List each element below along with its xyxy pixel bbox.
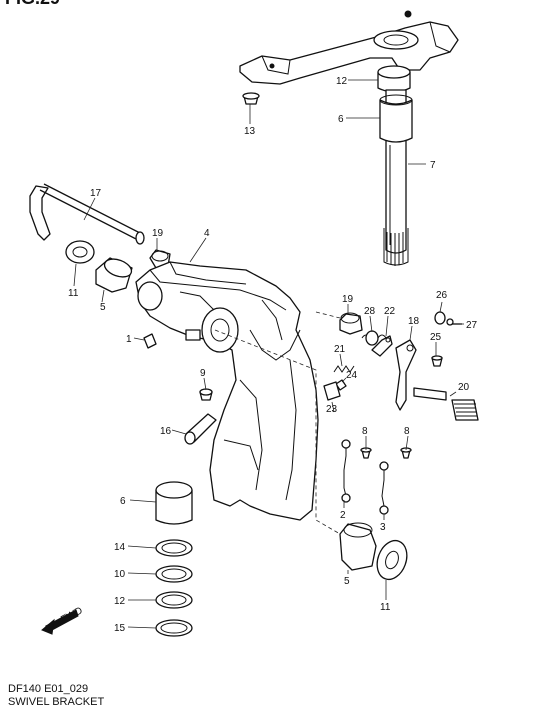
swivel-bracket-body-part-4 bbox=[135, 261, 319, 521]
bushing-part-6-lower bbox=[155, 481, 193, 525]
callout-8-left: 8 bbox=[362, 426, 368, 437]
fwd-label: FWD bbox=[59, 605, 84, 625]
snap-ring-part-15 bbox=[155, 619, 193, 637]
callout-24: 24 bbox=[346, 370, 358, 381]
steering-shaft-part-7 bbox=[379, 89, 413, 266]
callout-14: 14 bbox=[114, 542, 126, 553]
callout-12-lower: 12 bbox=[114, 596, 126, 607]
washer-part-10 bbox=[155, 565, 193, 583]
callout-labels: 13 12 6 7 17 19 4 11 5 1 19 28 22 26 18 … bbox=[68, 76, 478, 634]
diagram-code: DF140 E01_029 bbox=[8, 683, 89, 695]
steering-arm bbox=[239, 10, 459, 85]
washer-part-11 bbox=[65, 240, 95, 264]
callout-22: 22 bbox=[384, 306, 396, 317]
bolt-part-25 bbox=[431, 355, 443, 367]
callout-27: 27 bbox=[466, 320, 478, 331]
callout-6-lower: 6 bbox=[120, 496, 126, 507]
bolt-part-13 bbox=[242, 92, 260, 105]
stopper-part-18 bbox=[395, 339, 417, 411]
bushing-part-5-lower bbox=[339, 522, 377, 571]
callout-17: 17 bbox=[90, 188, 102, 199]
washer-part-11-lower bbox=[376, 539, 408, 581]
washer-part-26 bbox=[434, 311, 446, 325]
ground-lead-part-3 bbox=[379, 461, 389, 515]
callout-7: 7 bbox=[430, 160, 436, 171]
plate-part-23 bbox=[323, 381, 341, 401]
figure-title: FIG.29 bbox=[5, 0, 60, 9]
callout-12: 12 bbox=[336, 76, 348, 87]
diagram-title: SWIVEL BRACKET bbox=[8, 696, 105, 708]
callout-5-lower: 5 bbox=[344, 576, 350, 587]
callout-10: 10 bbox=[114, 569, 126, 580]
washer-part-12-lower bbox=[155, 591, 193, 609]
pad-part-20 bbox=[451, 399, 479, 421]
tilt-rod-part-17 bbox=[29, 183, 145, 245]
collar-part-12 bbox=[377, 65, 411, 93]
callout-16: 16 bbox=[160, 426, 172, 437]
callout-13: 13 bbox=[244, 126, 256, 137]
callout-11-lower: 11 bbox=[380, 602, 391, 613]
callout-20: 20 bbox=[458, 382, 470, 393]
bushing-part-5 bbox=[95, 257, 133, 293]
callout-21: 21 bbox=[334, 344, 346, 355]
fwd-arrow-icon: FWD bbox=[41, 605, 85, 635]
callout-19-right: 19 bbox=[342, 294, 354, 305]
callout-2: 2 bbox=[340, 510, 346, 521]
screw-part-24 bbox=[335, 379, 347, 391]
callout-23: 23 bbox=[326, 404, 338, 415]
callout-18: 18 bbox=[408, 316, 420, 327]
callout-25: 25 bbox=[430, 332, 442, 343]
bushing-part-19-right bbox=[339, 312, 363, 335]
callout-3: 3 bbox=[380, 522, 386, 533]
bolt-part-8-left bbox=[360, 447, 372, 459]
callout-8-right: 8 bbox=[404, 426, 410, 437]
callout-15: 15 bbox=[114, 623, 126, 634]
washer-part-14 bbox=[155, 539, 193, 557]
callout-5: 5 bbox=[100, 302, 106, 313]
bolt-part-9 bbox=[199, 388, 213, 401]
callout-19: 19 bbox=[152, 228, 164, 239]
callout-6: 6 bbox=[338, 114, 344, 125]
pin-part-27 bbox=[446, 318, 462, 326]
callout-4: 4 bbox=[204, 228, 210, 239]
bracket-part-20-lever bbox=[413, 387, 447, 401]
callout-11: 11 bbox=[68, 288, 79, 299]
spring-part-21 bbox=[333, 365, 355, 373]
leader-lines bbox=[73, 79, 464, 629]
lever-part-22 bbox=[371, 335, 393, 357]
callout-1: 1 bbox=[126, 334, 132, 345]
bolt-part-1 bbox=[143, 333, 157, 349]
ground-lead-part-2 bbox=[341, 439, 351, 503]
pin-part-16 bbox=[184, 413, 217, 445]
callout-28: 28 bbox=[364, 306, 376, 317]
callout-26: 26 bbox=[436, 290, 448, 301]
callout-9: 9 bbox=[200, 368, 206, 379]
